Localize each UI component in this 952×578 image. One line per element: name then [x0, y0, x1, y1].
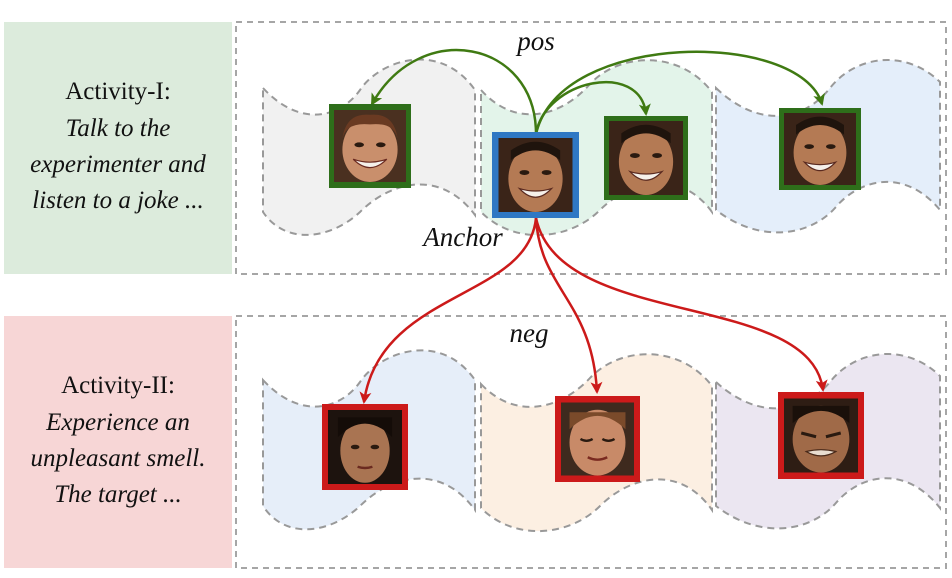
neg-label: neg [510, 318, 549, 348]
anchor-label: Anchor [421, 222, 503, 252]
negative-face-3 [778, 392, 864, 479]
activity-1-desc-line-1: Talk to the [65, 115, 171, 142]
activity-1-desc-line-3: listen to a joke ... [32, 187, 204, 214]
positive-face-3 [779, 108, 861, 190]
activity-1-title: Activity-I: [65, 78, 171, 105]
positive-face-1 [329, 104, 411, 188]
neg-arrow-3 [534, 217, 828, 392]
activity-1-panel [235, 21, 947, 275]
activity-2-panel [235, 315, 947, 569]
activity-1-label: Activity-I: Talk to the experimenter and… [4, 22, 232, 274]
negative-face-2 [555, 396, 640, 482]
activity-2-desc-line-2: unpleasant smell. [30, 445, 206, 472]
activity-2-title: Activity-II: [61, 372, 175, 399]
pos-label: pos [515, 26, 555, 56]
anchor-face [492, 132, 579, 218]
activity-1-desc-line-2: experimenter and [30, 151, 206, 178]
pos-arrow-1 [370, 48, 538, 135]
activity-2-desc-line-3: The target ... [54, 481, 182, 508]
neg-arrow-2 [534, 217, 603, 394]
pos-arrow-3 [534, 50, 825, 135]
negative-face-1 [322, 404, 408, 490]
activity-2-desc-line-1: Experience an [46, 409, 190, 436]
activity-2-label: Activity-II: Experience an unpleasant sm… [4, 316, 232, 568]
positive-face-2 [604, 116, 688, 200]
neg-arrow-1 [359, 217, 538, 404]
